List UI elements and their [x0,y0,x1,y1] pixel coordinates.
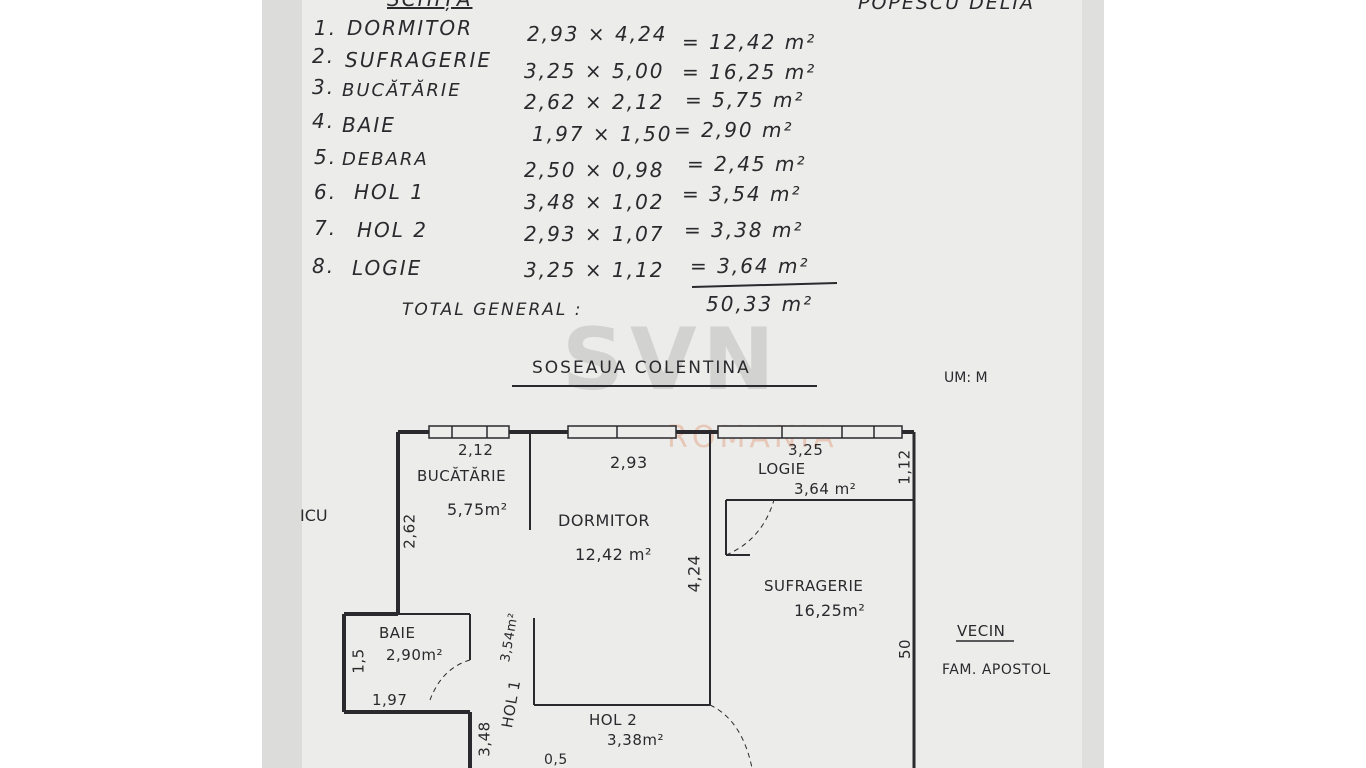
watermark-brand: SVN [562,310,781,410]
room-area: = 3,54 m² [682,182,802,206]
room-number: 5. [314,145,338,169]
bedroom-label: DORMITOR [558,511,651,530]
room-area: = 2,45 m² [687,152,807,176]
room-area: = 12,42 m² [682,30,817,54]
hall2-label: HOL 2 [589,711,638,729]
room-area: = 16,25 m² [682,60,817,84]
loggia-height: 1,12 [895,449,914,485]
header-left-text: SCHIȚA [387,0,473,11]
door-loggia [725,499,775,556]
room-number: 7. [314,216,338,240]
room-calc: 2,50 × 0,98 [524,158,665,182]
neighbor-label: VECIN [957,622,1006,640]
room-area: = 5,75 m² [685,88,805,112]
window-bedroom [567,425,677,439]
room-number: 8. [312,254,336,278]
room-name: BUCĂTĂRIE [342,80,462,101]
room-area: = 2,90 m² [674,118,794,142]
room-name: DEBARA [342,149,429,170]
room-name: HOL 2 [357,218,429,242]
loggia-area: 3,64 m² [794,480,857,498]
bedroom-area: 12,42 m² [575,545,652,564]
total-label: TOTAL GENERAL : [402,300,583,320]
room-calc: 1,97 × 1,50 [532,122,673,146]
room-name: LOGIE [352,256,423,280]
window-loggia [717,425,903,439]
bath-area: 2,90m² [386,646,444,664]
bedroom-height: 4,24 [684,554,704,593]
bedroom-width: 2,93 [610,453,648,472]
room-name: BAIE [342,113,396,137]
room-calc: 2,62 × 2,12 [524,90,665,114]
room-number: 6. [314,180,338,204]
units-label: UM: M [944,370,988,386]
room-name: DORMITOR [347,16,474,40]
floor-plan-drawing [342,282,1014,768]
door-bath [429,659,471,701]
door-living [709,704,753,768]
total-value: 50,33 m² [706,292,814,316]
room-number: 1. [314,16,338,40]
living-label: SUFRAGERIE [764,577,864,595]
room-calc: 2,93 × 1,07 [524,222,665,246]
bath-width: 1,97 [372,691,408,709]
room-area: = 3,38 m² [684,218,804,242]
hall1-height: 3,48 [475,721,494,757]
kitchen-label: BUCĂTĂRIE [417,467,507,485]
kitchen-area: 5,75m² [447,500,508,519]
room-calc: 3,48 × 1,02 [524,190,665,214]
living-height: 50 [896,638,915,660]
kitchen-width: 2,12 [458,441,494,459]
room-calc: 2,93 × 4,24 [527,22,668,46]
loggia-label: LOGIE [758,460,806,478]
bath-height: 1,5 [349,648,368,674]
room-calc: 3,25 × 1,12 [524,258,665,282]
bath-label: BAIE [379,624,416,642]
total-divider [691,282,838,288]
living-area: 16,25m² [794,601,866,620]
room-name: HOL 1 [354,180,426,204]
page-right-edge [1082,0,1104,768]
document-page: SCHIȚA POPESCU DELIA 1. DORMITOR 2,93 × … [262,0,1104,768]
header-right-text: POPESCU DELIA [858,0,1035,14]
hall2-area: 3,38m² [607,731,665,749]
page-left-edge [262,0,302,768]
loggia-width: 3,25 [788,441,824,459]
neighbor-name: FAM. APOSTOL [942,662,1051,678]
room-name: SUFRAGERIE [345,48,492,72]
room-number: 2. [312,44,336,68]
room-number: 3. [312,75,336,99]
street-label: SOSEAUA COLENTINA [532,358,751,378]
bottom-dimension: 0,5 [544,752,568,768]
room-calc: 3,25 × 5,00 [524,59,665,83]
room-area: = 3,64 m² [690,254,810,278]
window-kitchen [428,425,510,439]
kitchen-height: 2,62 [400,513,419,549]
margin-text: ICU [300,506,328,525]
room-number: 4. [312,109,336,133]
